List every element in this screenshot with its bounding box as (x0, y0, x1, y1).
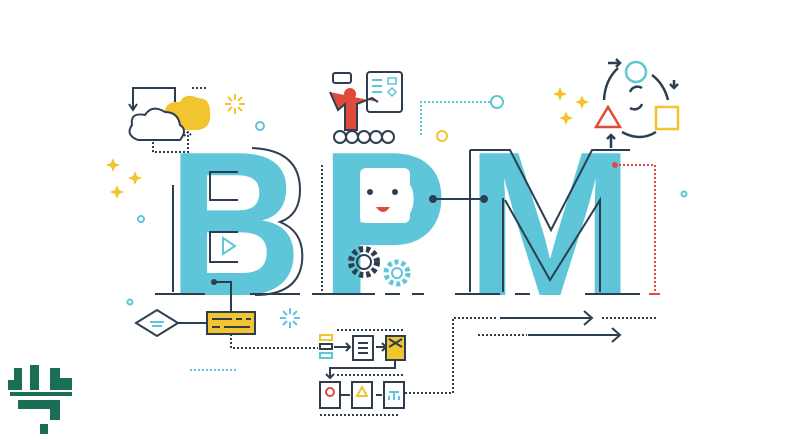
letter-b-details (172, 147, 304, 296)
letter-p: P (320, 109, 448, 339)
letter-b: B (168, 109, 302, 339)
circle-icon (490, 95, 504, 109)
presenter-icon (329, 71, 403, 144)
small-circles (126, 121, 688, 306)
circle-icon (436, 130, 448, 142)
dotted-line (420, 101, 490, 135)
bpm-letters: B P M (168, 109, 634, 339)
sparkle-icon (106, 87, 589, 199)
smiley-face-icon (360, 168, 410, 223)
connector-line (429, 195, 488, 203)
process-box-icon (206, 279, 318, 349)
gear-icon (348, 246, 411, 287)
letter-m-lines (470, 149, 630, 292)
red-connector (612, 162, 660, 295)
flowchart-icon (319, 317, 498, 416)
cycle-shapes-icon (593, 58, 680, 148)
burst-icon (225, 94, 245, 114)
arrow-icon (478, 310, 658, 343)
decision-diamond-icon (134, 308, 207, 338)
logo-icon (8, 365, 72, 434)
play-icon (222, 236, 237, 256)
brain-cloud-icon (128, 87, 211, 153)
burst-icon (280, 308, 300, 328)
letter-m: M (466, 109, 634, 339)
